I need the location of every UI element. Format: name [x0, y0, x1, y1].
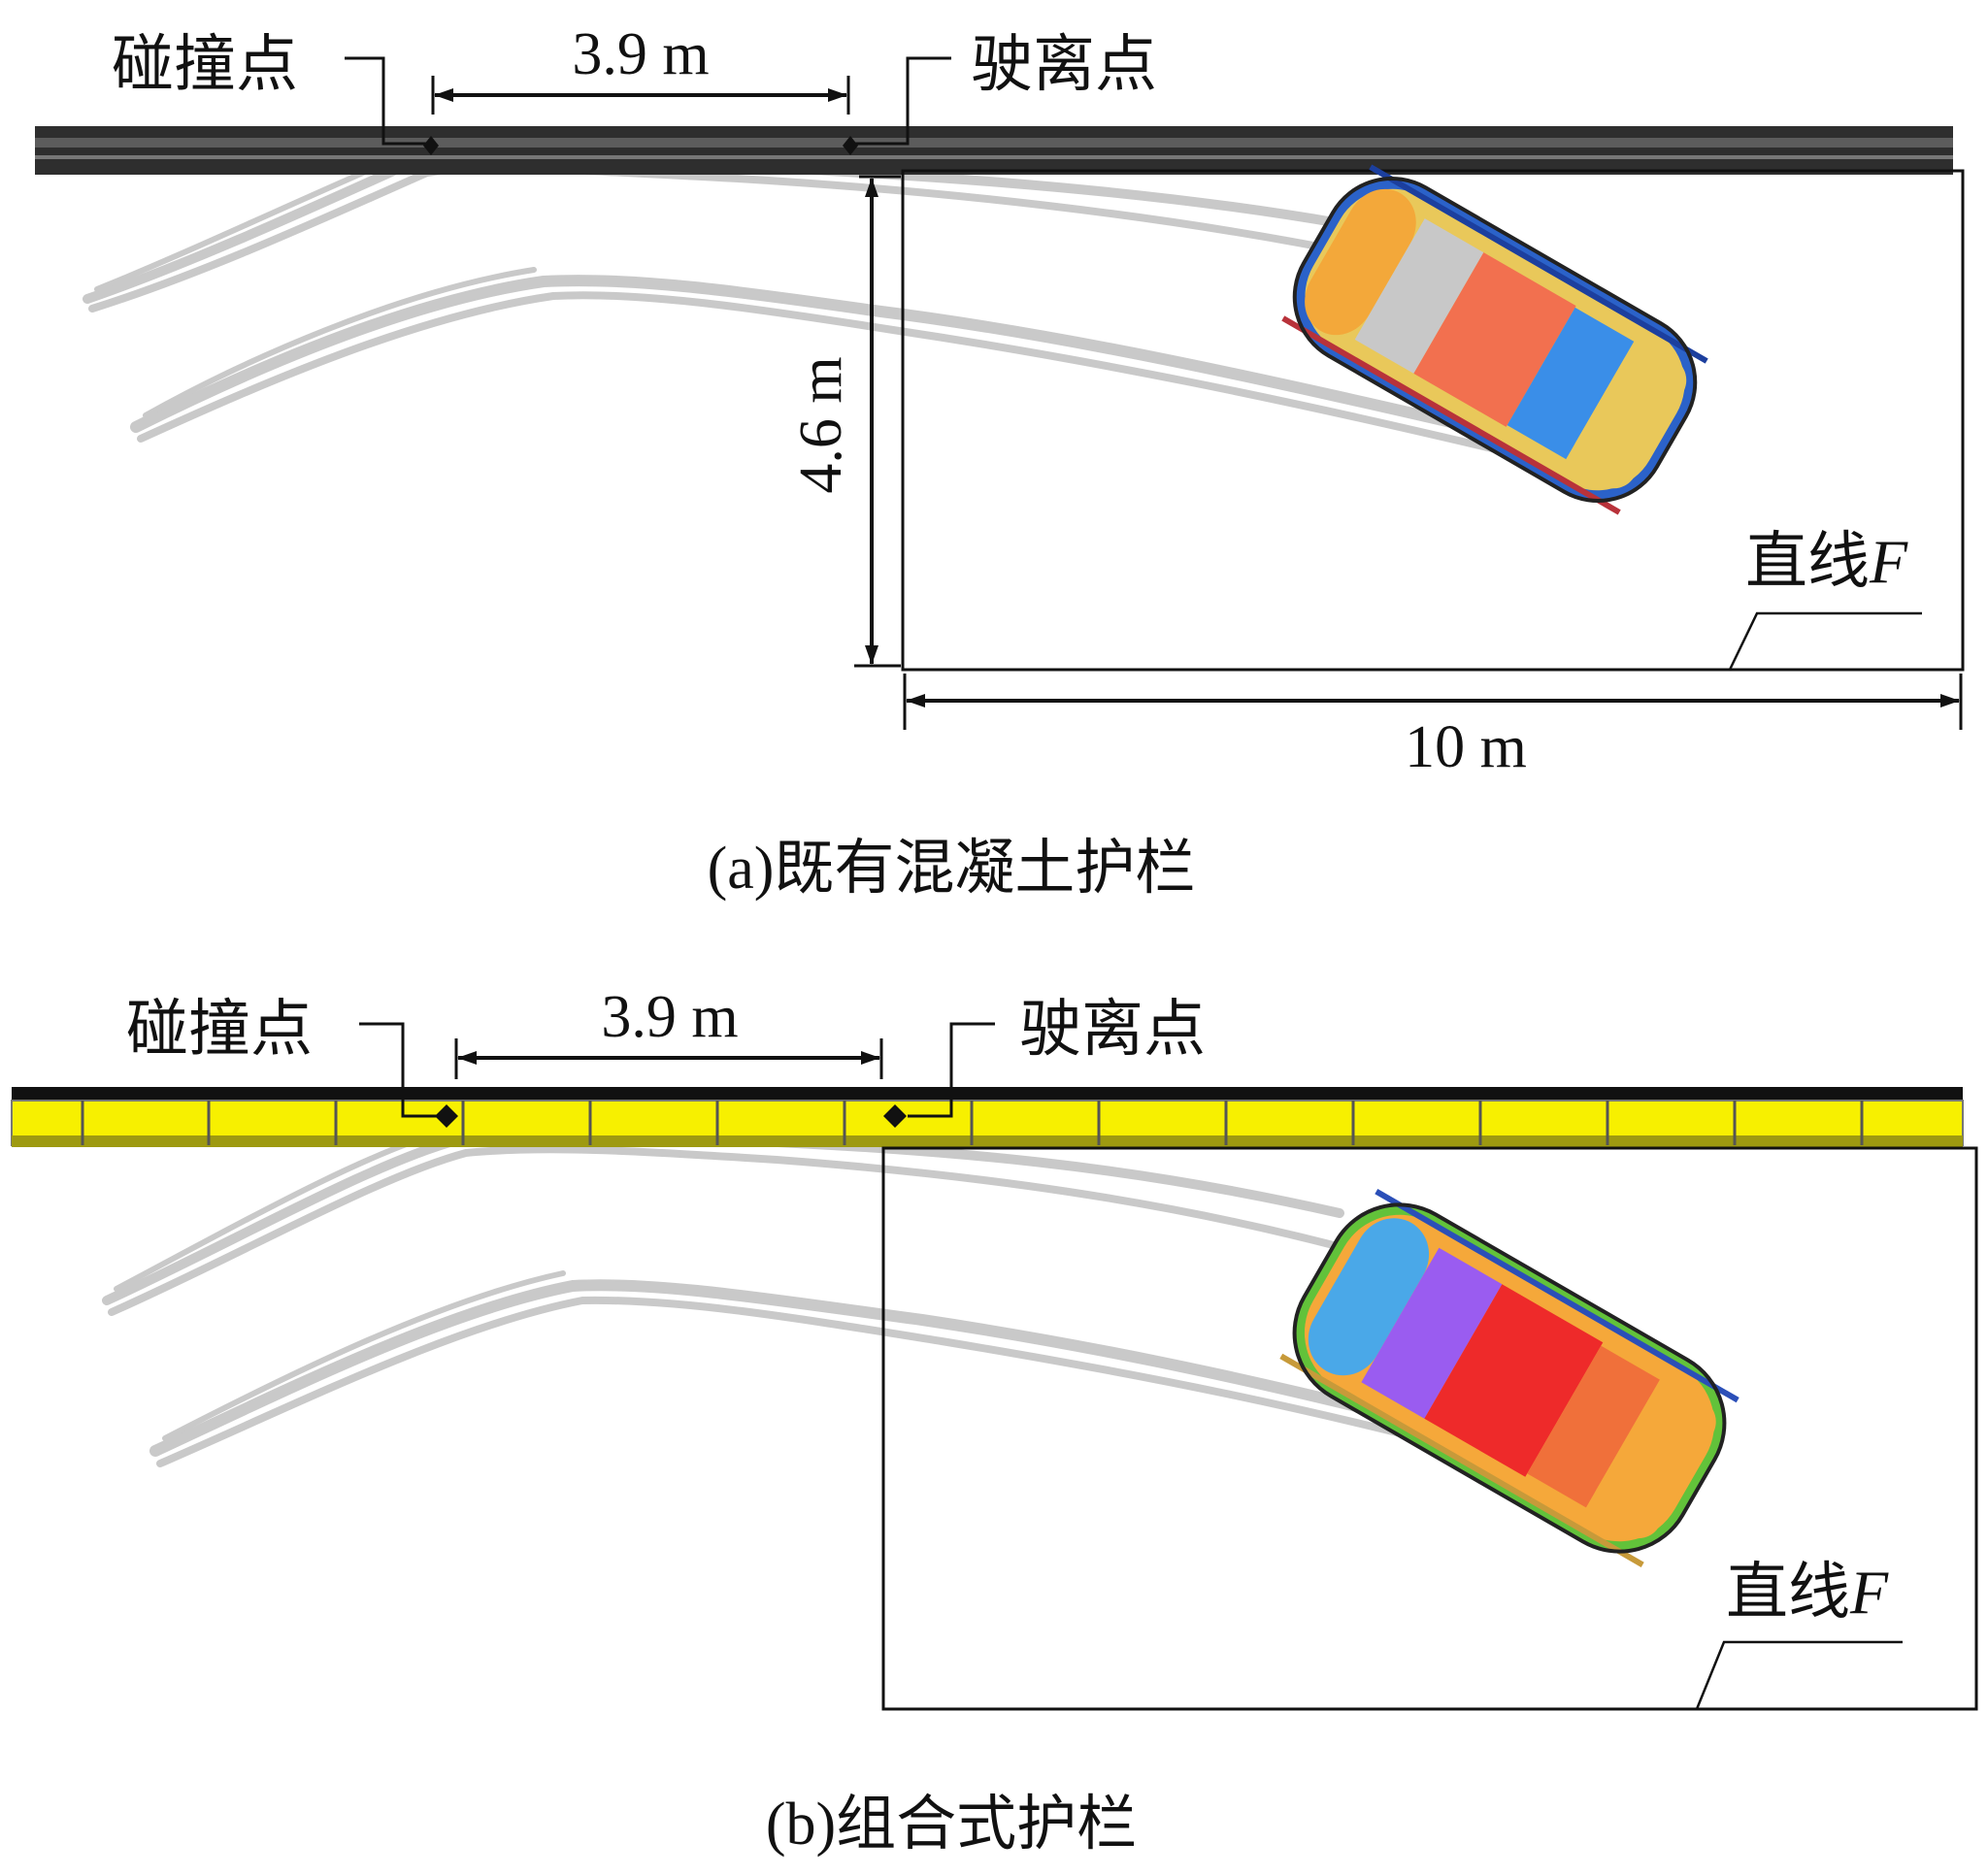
exit-label-a: 驶离点 — [971, 29, 1157, 101]
line-f-symbol-a: F — [1869, 527, 1908, 596]
exit-point-marker-a — [843, 56, 951, 155]
impact-point-marker-b — [359, 1022, 458, 1128]
concrete-barrier-a — [35, 126, 1953, 175]
width-label-a: 10 m — [1405, 714, 1527, 780]
exit-point-marker-b — [883, 1022, 995, 1128]
line-f-label-a: 直线F — [1728, 526, 1922, 671]
impact-label-a: 碰撞点 — [112, 29, 298, 101]
caption-a: (a)既有混凝土护栏 — [708, 836, 1196, 902]
exit-box-a — [901, 169, 1965, 672]
distance-dimension-a: 3.9 m — [431, 21, 850, 115]
exit-label-b: 驶离点 — [1019, 994, 1206, 1066]
panel-a: 碰撞点 驶离点 3.9 m 4.6 m 10 m — [35, 21, 1965, 902]
vehicle-b — [1279, 1189, 1740, 1567]
line-f-text-b: 直线 — [1726, 1557, 1850, 1628]
height-dimension-a: 4.6 m — [788, 175, 901, 668]
distance-dimension-b: 3.9 m — [454, 984, 883, 1079]
svg-text:直线F: 直线F — [1726, 1557, 1889, 1628]
distance-label-b: 3.9 m — [601, 984, 738, 1050]
composite-barrier-b — [11, 1087, 1964, 1147]
trajectory-traces-a — [83, 144, 1528, 460]
caption-b: (b)组合式护栏 — [766, 1792, 1137, 1858]
line-f-symbol-b: F — [1849, 1558, 1889, 1627]
svg-text:直线F: 直线F — [1745, 526, 1908, 598]
exit-box-b — [881, 1146, 1978, 1711]
width-dimension-a: 10 m — [903, 674, 1963, 780]
panel-b: 碰撞点 驶离点 3.9 m 直线F — [11, 984, 1978, 1858]
distance-label-a: 3.9 m — [572, 21, 709, 87]
line-f-label-b: 直线F — [1695, 1557, 1903, 1710]
line-f-text-a: 直线 — [1745, 526, 1870, 598]
height-label-a: 4.6 m — [788, 356, 854, 493]
vehicle-a — [1281, 164, 1708, 515]
impact-point-marker-a — [345, 56, 439, 155]
impact-label-b: 碰撞点 — [126, 994, 313, 1066]
